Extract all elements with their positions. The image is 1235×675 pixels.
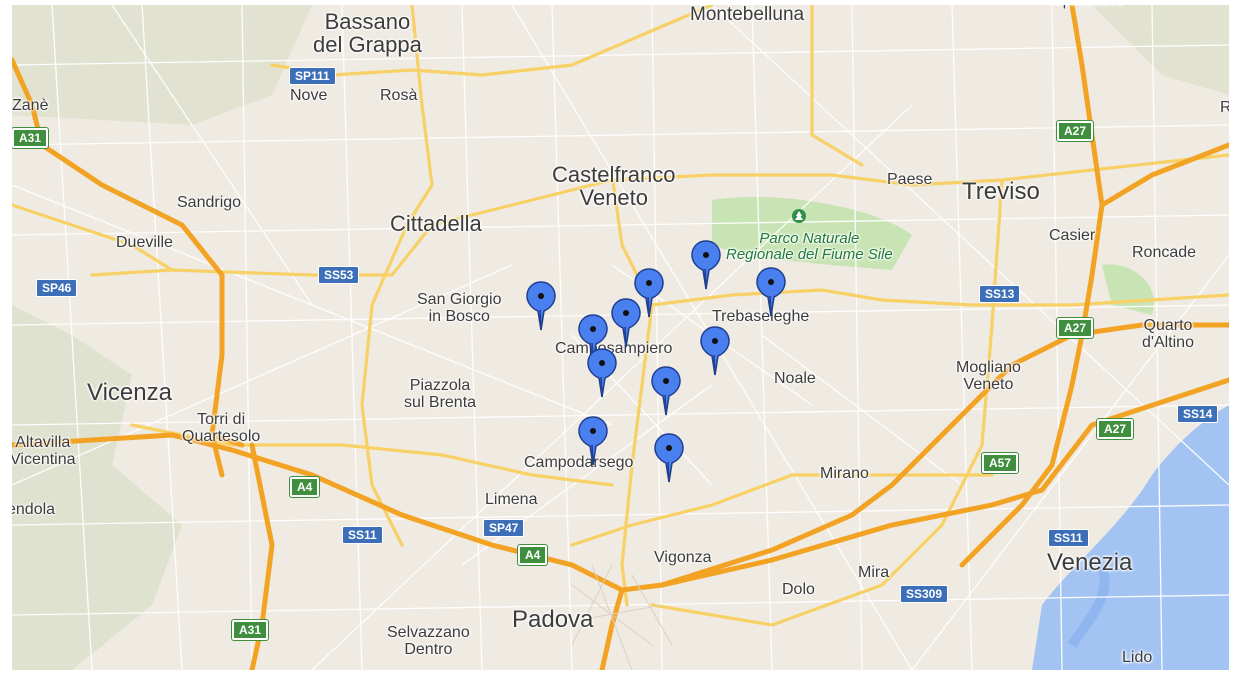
park-area <box>712 196 912 270</box>
place-label-lido: Lido <box>1122 649 1153 666</box>
marker-3[interactable] <box>610 298 642 348</box>
place-label-padova: Padova <box>512 606 594 633</box>
place-label-castelfranco: Castelfranco Veneto <box>552 162 676 211</box>
road-shield-a31-top: A31 <box>12 127 50 149</box>
road-shield-sp47: SP47 <box>483 519 525 537</box>
place-label-sandrigo: Sandrigo <box>177 194 242 211</box>
marker-7[interactable] <box>699 326 731 376</box>
place-label-camposampiero: Camposampiero <box>555 340 673 357</box>
place-label-r: R <box>1220 99 1229 116</box>
place-label-montebelluna: Montebelluna <box>690 5 805 25</box>
marker-1[interactable] <box>525 281 557 331</box>
place-label-torri: Torri di Quartesolo <box>182 411 261 445</box>
place-label-casier: Casier <box>1049 227 1096 244</box>
road-shield-ss13: SS13 <box>979 285 1021 303</box>
road-shield-a4-mid: A4 <box>516 544 549 566</box>
road-shield-ss11-right: SS11 <box>1048 529 1089 547</box>
map-pin-icon <box>611 298 641 348</box>
place-label-selvazzano: Selvazzano Dentro <box>387 624 470 658</box>
place-label-dolo: Dolo <box>782 581 815 598</box>
park-label: Parco Naturale Regionale del Fiume Sile <box>726 230 893 263</box>
road-shield-a27-top: A27 <box>1055 120 1095 142</box>
road-shield-ss309: SS309 <box>900 585 949 603</box>
place-label-quarto: Quarto d'Altino <box>1142 317 1194 351</box>
tree-icon <box>792 209 806 223</box>
place-label-noale: Noale <box>774 370 816 387</box>
marker-8[interactable] <box>586 348 618 398</box>
place-label-mira: Mira <box>858 564 890 581</box>
place-label-zane: Zanè <box>12 97 49 114</box>
marker-5[interactable] <box>690 240 722 290</box>
map-pin-icon <box>587 348 617 398</box>
place-label-limena: Limena <box>485 491 538 508</box>
place-label-trebaseleghe: Trebaseleghe <box>712 308 810 325</box>
road-shield-ss53: SS53 <box>318 266 360 284</box>
road-shield-a4-left: A4 <box>288 476 321 498</box>
lagoon-water <box>1032 405 1229 670</box>
map-pin-icon <box>691 240 721 290</box>
road-shield-ss11-left: SS11 <box>342 526 383 544</box>
road-shield-sp46: SP46 <box>36 279 78 297</box>
marker-11[interactable] <box>653 433 685 483</box>
road-shield-a27-low: A27 <box>1095 418 1135 440</box>
place-label-treviso: Treviso <box>962 178 1040 205</box>
place-label-paese: Paese <box>887 171 933 188</box>
road-shield-a27-mid: A27 <box>1055 317 1095 339</box>
map-pin-icon <box>651 366 681 416</box>
place-label-rosa: Rosà <box>380 87 418 104</box>
marker-4[interactable] <box>633 268 665 318</box>
place-label-sangiorgio: San Giorgio in Bosco <box>417 291 502 325</box>
place-label-bassano: Bassano del Grappa <box>313 9 422 58</box>
map-pin-icon <box>756 267 786 317</box>
road-shield-a57: A57 <box>980 452 1020 474</box>
place-label-vigonza: Vigonza <box>654 549 712 566</box>
place-label-cittadella: Cittadella <box>390 211 482 236</box>
road-shield-a31-bottom: A31 <box>230 619 270 641</box>
place-label-roncade: Roncade <box>1132 244 1197 261</box>
road-shield-sp111: SP111 <box>289 67 336 85</box>
place-label-campodarsego: Campodarsego <box>524 454 634 471</box>
place-label-mirano: Mirano <box>820 465 869 482</box>
marker-9[interactable] <box>650 366 682 416</box>
map-pin-icon <box>700 326 730 376</box>
map-base-layer <box>12 5 1229 670</box>
map-pin-icon <box>526 281 556 331</box>
marker-10[interactable] <box>577 416 609 466</box>
place-label-altavilla: Altavilla Vicentina <box>12 434 76 468</box>
place-label-venezia: Venezia <box>1047 549 1133 576</box>
place-label-nove: Nove <box>290 87 328 104</box>
place-label-piazzola: Piazzola sul Brenta <box>404 377 477 411</box>
map-pin-icon <box>578 416 608 466</box>
road-shield-ss14: SS14 <box>1177 405 1219 423</box>
map-canvas[interactable]: Bassano del Grappa Montebelluna SpresianoN… <box>12 5 1229 670</box>
place-label-mogliano: Mogliano Veneto <box>956 359 1021 393</box>
place-label-endola: endola <box>12 501 56 518</box>
map-pin-icon <box>654 433 684 483</box>
place-label-spresiano: Spresiano <box>1052 5 1124 10</box>
marker-6[interactable] <box>755 267 787 317</box>
place-label-dueville: Dueville <box>116 234 173 251</box>
map-pin-icon <box>634 268 664 318</box>
place-label-vicenza: Vicenza <box>87 379 172 406</box>
